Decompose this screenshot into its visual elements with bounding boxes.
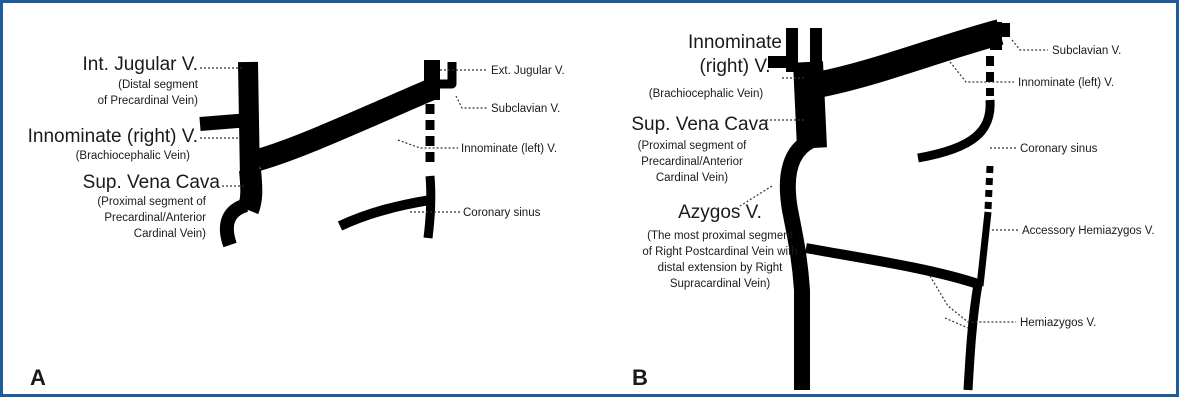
a-svc-sub2: Precardinal/Anterior bbox=[104, 212, 206, 224]
b-svc-label: Sup. Vena Cava bbox=[631, 114, 769, 135]
panel-b: Innominate (right) V. (Brachiocephalic V… bbox=[631, 22, 1154, 390]
b-svc-sub3: Cardinal Vein) bbox=[656, 172, 728, 184]
b-azygos-sub3: distal extension by Right bbox=[658, 262, 783, 274]
b-hemiazygos-vein bbox=[968, 284, 978, 390]
b-svc-sub1: (Proximal segment of bbox=[638, 140, 747, 152]
b-azygos-sub4: Supracardinal Vein) bbox=[670, 278, 771, 290]
a-subclavian-label: Subclavian V. bbox=[491, 103, 560, 115]
a-azygos-stub-vein bbox=[227, 205, 246, 245]
b-innominate-right-label-1: Innominate bbox=[688, 32, 782, 53]
b-svc-sub2: Precardinal/Anterior bbox=[641, 156, 743, 168]
b-coronary-sinus-label: Coronary sinus bbox=[1020, 143, 1098, 155]
a-innominate-left-label: Innominate (left) V. bbox=[461, 143, 557, 155]
a-innominate-right-sub: (Brachiocephalic Vein) bbox=[76, 150, 191, 162]
a-coronary-sinus-label: Coronary sinus bbox=[463, 207, 541, 219]
b-innominate-right-sub: (Brachiocephalic Vein) bbox=[649, 88, 764, 100]
a-int-jugular-sub1: (Distal segment bbox=[118, 79, 199, 91]
b-coronary-sinus-vein bbox=[918, 100, 990, 158]
b-azygos-sub2: of Right Postcardinal Vein with bbox=[642, 246, 797, 258]
a-ext-jugular-label: Ext. Jugular V. bbox=[491, 65, 565, 77]
b-innominate-left-label: Innominate (left) V. bbox=[1018, 77, 1114, 89]
b-innominate-left-vein bbox=[822, 32, 1000, 84]
b-hemiazygos-label: Hemiazygos V. bbox=[1020, 317, 1096, 329]
panel-a: Int. Jugular V. (Distal segment of Preca… bbox=[28, 54, 565, 390]
a-svc-vein bbox=[248, 170, 251, 210]
b-accessory-hemiazygos-label: Accessory Hemiazygos V. bbox=[1022, 225, 1155, 237]
b-azygos-label: Azygos V. bbox=[678, 202, 762, 223]
a-svc-label: Sup. Vena Cava bbox=[83, 172, 221, 193]
a-innominate-right-label: Innominate (right) V. bbox=[28, 126, 198, 147]
a-innominate-left-vein bbox=[258, 90, 430, 160]
b-innominate-right-label-2: (right) V. bbox=[699, 56, 770, 77]
a-svc-sub3: Cardinal Vein) bbox=[134, 228, 206, 240]
b-hemiazygos-crossing bbox=[806, 248, 978, 284]
b-accessory-hemiazygos-vein bbox=[980, 212, 988, 286]
b-azygos-sub1: (The most proximal segment bbox=[647, 230, 794, 242]
panel-a-letter: A bbox=[30, 365, 46, 390]
a-int-jugular-label: Int. Jugular V. bbox=[83, 54, 198, 75]
panel-b-letter: B bbox=[632, 365, 648, 390]
b-accessory-hemiazygos-dashed bbox=[988, 166, 990, 210]
b-azygos-arch-vein bbox=[788, 140, 812, 390]
b-subclavian-label: Subclavian V. bbox=[1052, 45, 1121, 57]
a-coronary-sinus-vein bbox=[428, 176, 431, 238]
a-int-jugular-sub2: of Precardinal Vein) bbox=[98, 95, 199, 107]
a-right-branch-vein bbox=[200, 120, 250, 124]
a-coronary-sinus-branch bbox=[340, 200, 430, 226]
a-svc-sub1: (Proximal segment of bbox=[97, 196, 206, 208]
